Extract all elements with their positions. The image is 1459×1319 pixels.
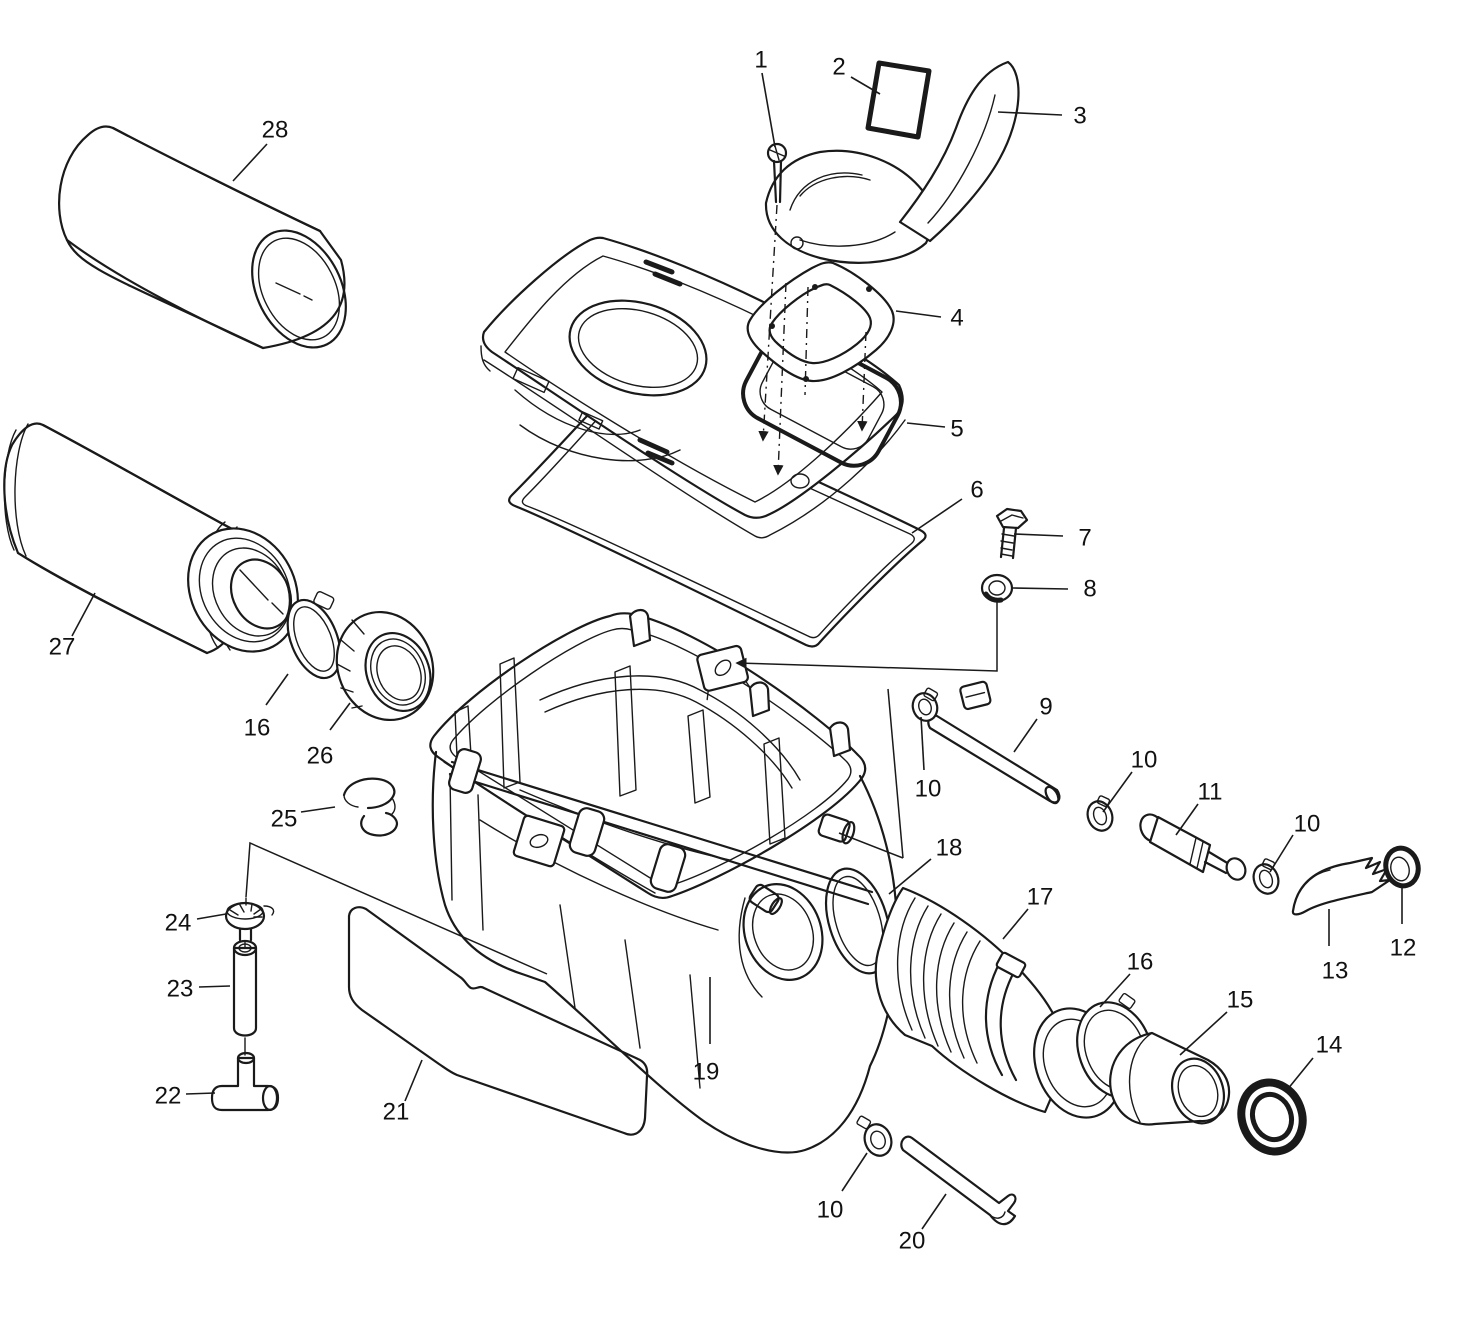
part-10-hose-clamp-c — [1252, 858, 1280, 895]
leader-line-band-clamp — [1099, 973, 1131, 1008]
leader-line-spring-clip — [300, 806, 336, 813]
drain-attach-line — [245, 841, 548, 975]
leader-line-airbox-cover — [906, 422, 946, 428]
leader-line-hose-clamp — [1269, 834, 1294, 873]
leader-line-hose-clamp — [920, 716, 925, 771]
part-26-filter-lock-ring — [335, 610, 435, 722]
callout-label-intake-tube: 17 — [1027, 884, 1054, 911]
callout-label-band-clamp: 16 — [244, 715, 271, 742]
callout-label-intake-duct: 3 — [1073, 103, 1086, 130]
part-13-elbow-hose — [1291, 856, 1392, 916]
leader-line-drain-valve-cap — [196, 913, 227, 920]
callout-label-inline-fitting: 11 — [1198, 779, 1223, 806]
leader-line-flange-nut — [1012, 587, 1069, 590]
callout-label-hose-clamp: 10 — [1131, 747, 1158, 774]
callout-label-t-fitting: 22 — [155, 1083, 182, 1110]
callout-label-air-filter: 27 — [49, 634, 76, 661]
leader-line-intake-duct — [997, 111, 1063, 116]
part-22-t-fitting — [210, 1051, 280, 1112]
nut-to-clip-line — [735, 601, 998, 672]
part-2-foam-seal-pad — [865, 60, 932, 140]
hose-attach-line-b — [838, 832, 904, 859]
leader-line-intake-tube — [1002, 908, 1029, 940]
part-11-inline-fitting — [1139, 813, 1247, 881]
hose-attach-line-a — [887, 688, 904, 859]
leader-line-vent-hose — [1013, 718, 1038, 753]
leader-line-cover-seal — [911, 498, 963, 534]
screw-axis-line — [758, 204, 778, 442]
part-10-hose-clamp-d — [856, 1115, 893, 1157]
leader-line-hose-clamp — [1102, 771, 1133, 813]
part-7-bolt — [995, 507, 1029, 560]
part-15-rubber-boot — [1109, 1031, 1231, 1126]
leader-line-o-ring — [888, 858, 932, 895]
part-19-airbox-base — [429, 608, 992, 1154]
callout-label-elbow-hose: 13 — [1322, 958, 1349, 985]
callout-label-hose-clamp: 10 — [817, 1197, 844, 1224]
part-18-o-ring — [824, 867, 892, 975]
part-16-band-clamp-left — [286, 591, 342, 680]
part-3-intake-duct — [764, 60, 1020, 264]
callout-label-clamp-ring: 14 — [1316, 1032, 1343, 1059]
part-1-screw — [766, 142, 788, 204]
callout-label-o-ring: 18 — [936, 835, 963, 862]
callout-label-band-clamp: 16 — [1127, 949, 1154, 976]
callout-label-drain-tube: 23 — [167, 976, 194, 1003]
part-21-baffle-panel — [347, 906, 649, 1136]
leader-line-foam-seal-pad — [850, 76, 881, 95]
leader-line-gasket-frame — [895, 310, 942, 318]
callout-label-filter-lock-ring: 26 — [307, 743, 334, 770]
callout-label-drain-valve-cap: 24 — [165, 910, 192, 937]
callout-label-foam-seal-pad: 2 — [832, 54, 845, 81]
part-28-prefilter-sleeve — [58, 125, 347, 350]
callout-label-airbox-base: 19 — [693, 1059, 720, 1086]
leader-line-clamp-ring — [1286, 1057, 1314, 1091]
leader-line-filter-lock-ring — [329, 702, 351, 731]
callout-label-hose-clamp: 10 — [1294, 811, 1321, 838]
mount-axis-line — [857, 331, 868, 432]
part-24-drain-valve-cap — [224, 901, 275, 942]
leader-line-t-fitting — [185, 1092, 216, 1095]
callout-label-vent-hose: 9 — [1039, 694, 1052, 721]
leader-line-hose-clamp — [841, 1152, 868, 1192]
part-20-drain-hose — [900, 1135, 1017, 1226]
part-12-grommet — [1383, 845, 1421, 889]
callout-label-drain-hose: 20 — [899, 1228, 926, 1255]
callout-label-grommet: 12 — [1390, 935, 1417, 962]
leader-line-band-clamp — [265, 673, 289, 706]
part-9-vent-hose — [927, 714, 1061, 805]
callout-label-gasket-frame: 4 — [950, 305, 963, 332]
part-8-flange-nut — [980, 573, 1014, 603]
part-25-spring-clip — [342, 777, 399, 837]
part-5-airbox-cover — [480, 236, 906, 539]
mount-axis-line — [804, 286, 809, 396]
callout-label-screw: 1 — [754, 47, 767, 74]
callout-label-hose-clamp: 10 — [915, 776, 942, 803]
part-10-hose-clamp-a — [911, 687, 939, 722]
part-6-cover-seal — [508, 388, 927, 648]
leader-line-inline-fitting — [1175, 803, 1199, 836]
callout-label-baffle-panel: 21 — [383, 1099, 410, 1126]
leader-line-drain-tube — [198, 985, 231, 988]
part-4-gasket-frame — [746, 261, 895, 383]
callout-label-spring-clip: 25 — [271, 806, 298, 833]
callout-label-airbox-cover: 5 — [950, 416, 963, 443]
callout-label-rubber-boot: 15 — [1227, 987, 1254, 1014]
leader-line-baffle-panel — [404, 1059, 423, 1102]
leader-line-screw — [761, 72, 776, 148]
leader-line-bolt — [1013, 533, 1064, 537]
callout-label-flange-nut: 8 — [1083, 576, 1096, 603]
callout-label-cover-seal: 6 — [970, 477, 983, 504]
part-14-clamp-ring — [1237, 1078, 1307, 1156]
leader-line-prefilter-sleeve — [232, 143, 268, 182]
leader-line-rubber-boot — [1179, 1011, 1228, 1056]
callout-label-bolt: 7 — [1078, 525, 1091, 552]
callout-label-prefilter-sleeve: 28 — [262, 117, 289, 144]
leader-line-drain-hose — [921, 1193, 947, 1230]
part-27-air-filter — [3, 422, 299, 655]
leader-line-air-filter — [71, 592, 96, 637]
